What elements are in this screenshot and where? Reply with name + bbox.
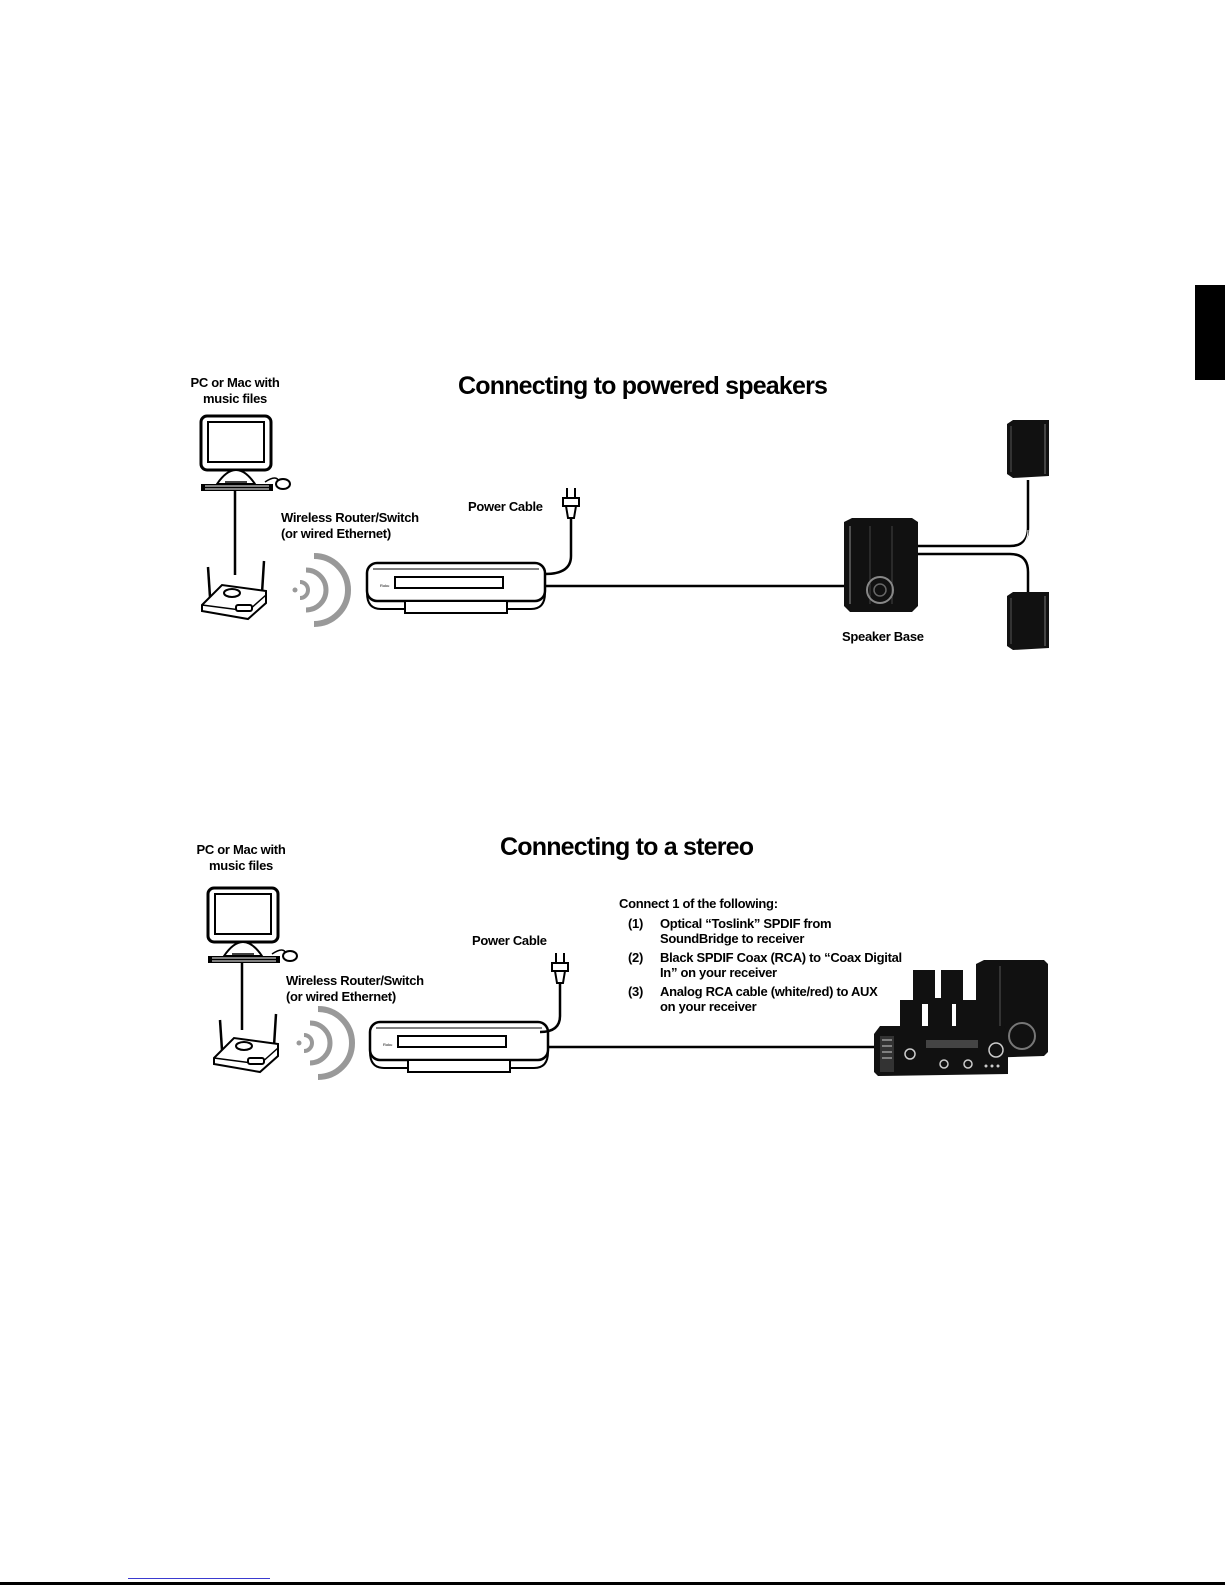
option-2-number: (2) [628, 950, 643, 965]
computer-icon [206, 886, 299, 965]
power-plug-icon [551, 952, 569, 984]
option-3-number: (3) [628, 984, 643, 999]
satellite-speaker-icon [1006, 419, 1050, 479]
option-3-text: Analog RCA cable (white/red) to AUX on y… [660, 984, 878, 1014]
wireless-signal-icon [297, 1009, 353, 1077]
computer-icon [199, 414, 292, 493]
connection-options: Connect 1 of the following: (1) Optical … [619, 896, 902, 1014]
wireless-signal-icon [293, 556, 349, 624]
soundbridge-device-icon [368, 1020, 550, 1074]
diagram1-title: Connecting to powered speakers [458, 372, 828, 400]
stereo-receiver-icon [874, 960, 1048, 1076]
option-3: (3) Analog RCA cable (white/red) to AUX … [628, 984, 902, 1014]
footer-link-underline [128, 1578, 270, 1579]
diagram2-router-label: Wireless Router/Switch (or wired Etherne… [286, 973, 424, 1004]
diagram2-power-label: Power Cable [472, 933, 547, 948]
diagram1-pc-label: PC or Mac with music files [190, 375, 280, 406]
power-plug-icon [562, 487, 580, 519]
option-1: (1) Optical “Toslink” SPDIF from SoundBr… [628, 916, 902, 946]
footer-rule [0, 1582, 1225, 1585]
router-icon [212, 1012, 280, 1074]
option-1-number: (1) [628, 916, 643, 931]
option-2-text: Black SPDIF Coax (RCA) to “Coax Digital … [660, 950, 902, 980]
soundbridge-device-icon [365, 561, 547, 615]
diagram2-title: Connecting to a stereo [500, 833, 754, 861]
connect-heading: Connect 1 of the following: [619, 896, 778, 911]
diagram1-power-label: Power Cable [468, 499, 543, 514]
diagram1-router-label: Wireless Router/Switch (or wired Etherne… [281, 510, 419, 541]
option-2: (2) Black SPDIF Coax (RCA) to “Coax Digi… [628, 950, 902, 980]
option-1-text: Optical “Toslink” SPDIF from SoundBridge… [660, 916, 832, 946]
diagram1-speaker-base-label: Speaker Base [842, 629, 924, 644]
speaker-base-icon [844, 518, 918, 612]
satellite-speaker-icon [1006, 591, 1050, 651]
section-tab [1195, 285, 1225, 380]
diagram2-pc-label: PC or Mac with music files [196, 842, 286, 873]
